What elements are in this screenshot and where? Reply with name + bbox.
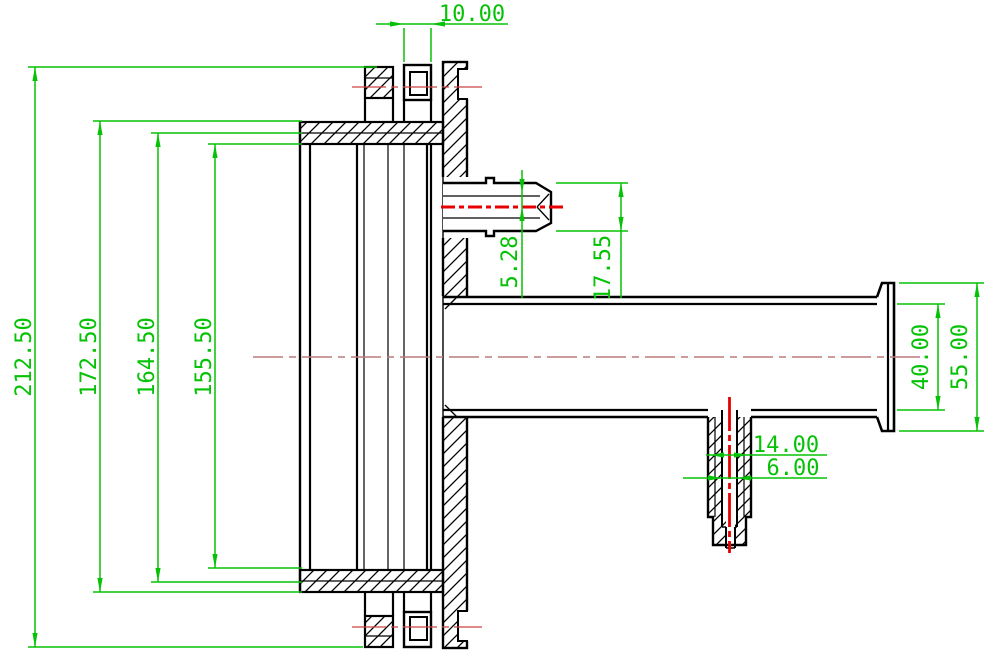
clamp-ring <box>363 65 395 649</box>
dim-port-bore: 5.28 <box>498 170 525 298</box>
dim-port-outer: 17.55 <box>556 182 628 301</box>
dim-shaft-bore: 40.00 <box>897 303 945 411</box>
dim-label-172: 172.50 <box>77 317 102 396</box>
bolt-bottom <box>352 592 482 649</box>
port-fitting <box>441 176 566 238</box>
dim-label-10: 10.00 <box>439 2 505 27</box>
dim-label-528: 5.28 <box>498 236 523 289</box>
dim-collar-outer: 55.00 <box>899 282 984 432</box>
dim-label-212: 212.50 <box>12 317 37 396</box>
dim-drum-step1: 164.50 <box>135 132 302 583</box>
dim-label-1755: 17.55 <box>591 235 616 301</box>
dim-label-6: 6.00 <box>767 456 820 481</box>
dim-drum-step2: 155.50 <box>192 143 302 569</box>
flange-plate <box>441 60 469 650</box>
bolt-top <box>352 63 482 122</box>
dim-label-55: 55.00 <box>948 324 973 390</box>
dim-label-14: 14.00 <box>753 433 819 458</box>
drain-port <box>706 397 753 553</box>
dim-label-155: 155.50 <box>192 317 217 396</box>
dim-label-164: 164.50 <box>135 317 160 396</box>
dim-drain-outer: 14.00 <box>706 433 827 458</box>
dim-label-40: 40.00 <box>909 324 934 390</box>
dim-drum-outer: 172.50 <box>77 120 302 593</box>
dim-overall-height: 212.50 <box>12 66 377 648</box>
dim-bolt-width: 10.00 <box>376 2 508 62</box>
dim-drain-bore: 6.00 <box>683 456 827 481</box>
